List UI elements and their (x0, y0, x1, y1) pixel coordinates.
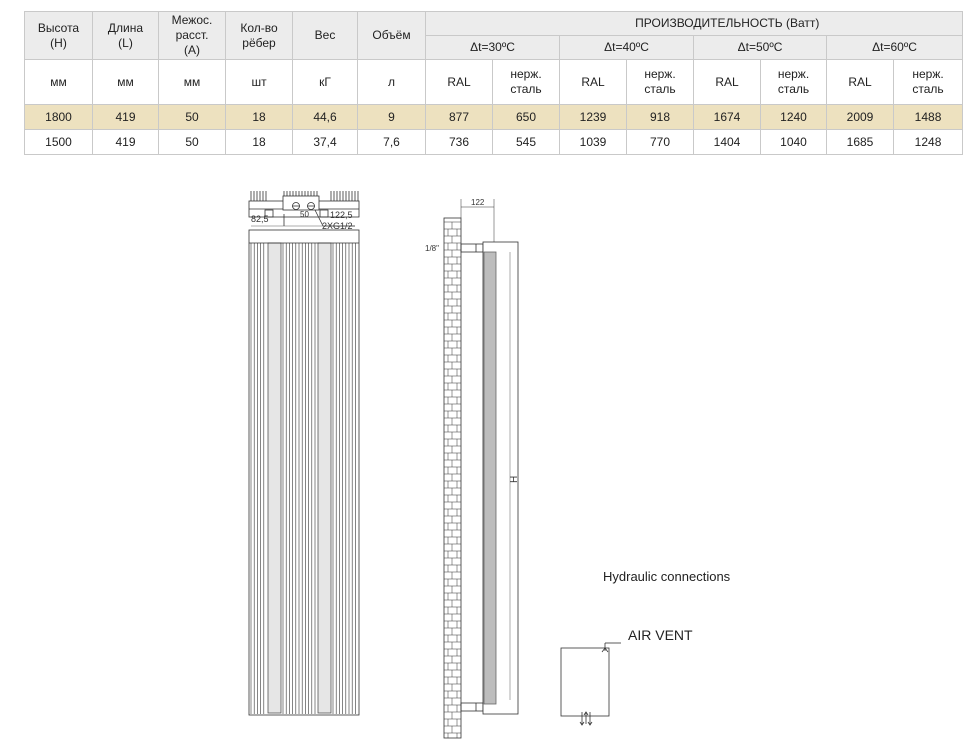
header-dt60: Δt=60ºC (825, 35, 964, 60)
table-cell: 1239 (559, 104, 627, 130)
table-cell: 7,6 (357, 129, 426, 155)
table-cell: 18 (225, 104, 293, 130)
table-row: 1500 419 50 18 37,4 7,6 736 545 1039 770… (24, 129, 964, 155)
header-performance-spacer (425, 11, 493, 36)
air-vent-label: AIR VENT (628, 627, 693, 643)
table-cell: 1674 (693, 104, 761, 130)
radiator-tubes (250, 243, 356, 714)
unit-cell: нерж. сталь (760, 59, 827, 105)
header-performance: ПРОИЗВОДИТЕЛЬНОСТЬ (Ватт) (492, 11, 964, 36)
table-cell: 650 (492, 104, 560, 130)
hydraulic-schematic (560, 642, 621, 726)
table-cell: 545 (492, 129, 560, 155)
unit-cell: RAL (559, 59, 627, 105)
depth-dim-text: 122 (471, 198, 485, 207)
hydraulic-caption: Hydraulic connections (603, 569, 731, 584)
unit-cell: нерж. сталь (892, 59, 964, 105)
table-cell: 1500 (24, 129, 93, 155)
table-cell: 44,6 (292, 104, 358, 130)
thread-text: 2XG1/2 (322, 221, 353, 231)
units-row: мм мм мм шт кГ л RAL нерж. сталь RAL нер… (24, 59, 964, 105)
table-cell: 419 (92, 129, 159, 155)
table-cell: 419 (92, 104, 159, 130)
unit-cell: кГ (292, 59, 358, 105)
table-cell: 1685 (826, 129, 894, 155)
header-volume: Объём (357, 11, 426, 60)
table-cell: 50 (158, 104, 226, 130)
unit-cell: RAL (693, 59, 761, 105)
header-weight: Вес (292, 11, 358, 60)
table-cell: 736 (425, 129, 493, 155)
table-cell: 1488 (892, 104, 964, 130)
table-row: 1800 419 50 18 44,6 9 877 650 1239 918 1… (24, 104, 964, 130)
table-cell: 2009 (826, 104, 894, 130)
unit-cell: мм (158, 59, 226, 105)
unit-cell: RAL (425, 59, 493, 105)
header-dt30: Δt=30ºC (425, 35, 560, 60)
header-length: Длина (L) (92, 11, 159, 60)
front-view (248, 191, 360, 716)
table-cell: 918 (626, 104, 694, 130)
spec-table: Высота (H) Длина (L) Межос. расст. (A) К… (24, 11, 964, 155)
dim-left-text: 82,5 (251, 214, 269, 224)
table-cell: 50 (158, 129, 226, 155)
unit-cell: шт (225, 59, 293, 105)
table-cell: 1404 (693, 129, 761, 155)
header-height: Высота (H) (24, 11, 93, 60)
header-dt50: Δt=50ºC (693, 35, 827, 60)
unit-cell: мм (24, 59, 93, 105)
header-dt40: Δt=40ºC (559, 35, 694, 60)
table-cell: 1240 (760, 104, 827, 130)
table-cell: 1800 (24, 104, 93, 130)
pipe-dim-text: 1/8" (425, 244, 439, 253)
table-cell: 37,4 (292, 129, 358, 155)
top-fins (250, 191, 359, 201)
table-cell: 770 (626, 129, 694, 155)
unit-cell: нерж. сталь (626, 59, 694, 105)
dim-right-text: 122,5 (330, 210, 353, 220)
table-cell: 9 (357, 104, 426, 130)
brick-wall (444, 221, 461, 738)
unit-cell: мм (92, 59, 159, 105)
dim-center-text: 50 (300, 210, 309, 219)
table-cell: 1248 (892, 129, 964, 155)
side-view (443, 199, 519, 739)
unit-cell: RAL (826, 59, 894, 105)
unit-cell: нерж. сталь (492, 59, 560, 105)
header-spacing: Межос. расст. (A) (158, 11, 226, 60)
header-ribs: Кол-во рёбер (225, 11, 293, 60)
table-cell: 18 (225, 129, 293, 155)
table-cell: 1039 (559, 129, 627, 155)
unit-cell: л (357, 59, 426, 105)
height-dim-text: H (509, 476, 520, 483)
table-cell: 877 (425, 104, 493, 130)
table-cell: 1040 (760, 129, 827, 155)
